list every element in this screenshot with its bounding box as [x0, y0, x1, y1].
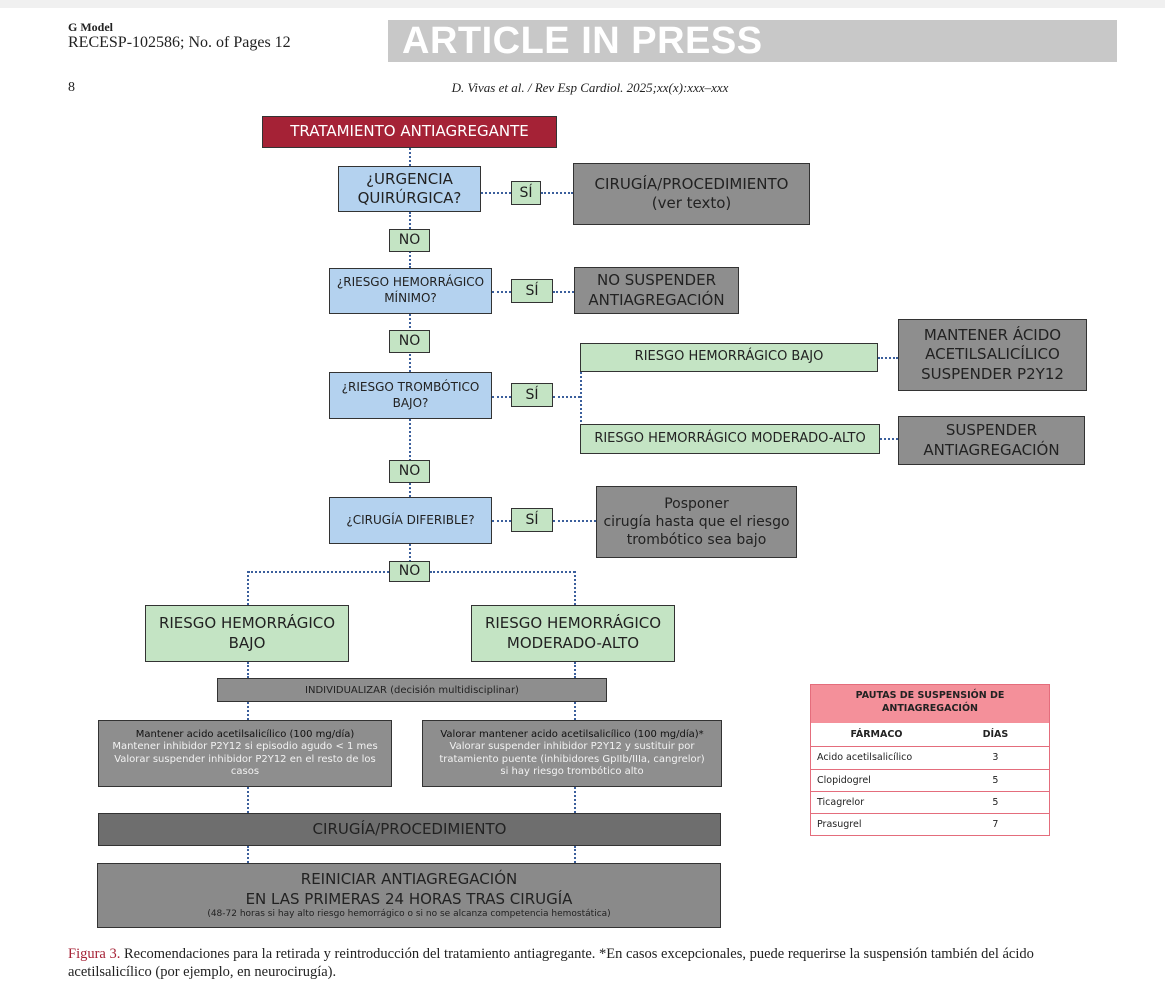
- no-label: NO: [389, 561, 430, 582]
- risk-moderate-high-box: RIESGO HEMORRÁGICO MODERADO-ALTO: [471, 605, 675, 662]
- question-low-thrombotic-risk: ¿RIESGO TROMBÓTICO BAJO?: [329, 372, 492, 419]
- connector: [247, 787, 249, 813]
- table-row: Acido acetilsalicílico 3: [811, 746, 1049, 769]
- answer-surgery-procedure: CIRUGÍA/PROCEDIMIENTO (ver texto): [573, 163, 810, 225]
- connector: [409, 148, 411, 166]
- suspension-guidelines-table: PAUTAS DE SUSPENSIÓN DE ANTIAGREGACIÓN F…: [810, 684, 1050, 836]
- root-title-box: TRATAMIENTO ANTIAGREGANTE: [262, 116, 557, 148]
- yes-label: SÍ: [511, 181, 541, 205]
- connector: [247, 846, 249, 863]
- article-reference: RECESP-102586; No. of Pages 12: [68, 34, 291, 51]
- question-deferrable-surgery: ¿CIRUGÍA DIFERIBLE?: [329, 497, 492, 544]
- answer-postpone-surgery: Posponer cirugía hasta que el riesgo tro…: [596, 486, 797, 558]
- connector: [248, 571, 389, 573]
- risk-low-box: RIESGO HEMORRÁGICO BAJO: [145, 605, 349, 662]
- connector: [541, 192, 573, 194]
- left-plan-title: Mantener acido acetilsalicílico (100 mg/…: [135, 728, 355, 740]
- drug-cell: Ticagrelor: [817, 796, 865, 808]
- no-label: NO: [389, 229, 430, 252]
- right-plan-title: Valorar mantener acido acetilsalicílico …: [440, 728, 704, 740]
- restart-title: REINICIAR ANTIAGREGACIÓN EN LAS PRIMERAS…: [245, 870, 573, 908]
- connector: [553, 520, 596, 522]
- yes-label: SÍ: [511, 383, 553, 407]
- question-surgical-urgency: ¿URGENCIA QUIRÚRGICA?: [338, 166, 481, 212]
- drug-cell: Prasugrel: [817, 818, 862, 830]
- connector: [247, 702, 249, 720]
- restart-note: (48-72 horas si hay alto riesgo hemorrág…: [207, 909, 611, 920]
- answer-keep-asa-suspend-p2y12: MANTENER ÁCIDO ACETILSALICÍLICO SUSPENDE…: [898, 319, 1087, 391]
- citation-line: D. Vivas et al. / Rev Esp Cardiol. 2025;…: [451, 80, 729, 95]
- connector: [580, 372, 582, 422]
- branch-low-bleeding-risk: RIESGO HEMORRÁGICO BAJO: [580, 343, 878, 372]
- connector: [492, 291, 511, 293]
- individualize-box: INDIVIDUALIZAR (decisión multidisciplina…: [217, 678, 607, 702]
- connector: [481, 192, 511, 194]
- suspension-table-grid: FÁRMACO DÍAS Acido acetilsalicílico 3 Cl…: [811, 723, 1049, 835]
- connector: [574, 846, 576, 863]
- drug-cell: Clopidogrel: [817, 774, 871, 786]
- connector: [553, 396, 580, 398]
- yes-label: SÍ: [511, 279, 553, 303]
- branch-moderate-high-bleeding-risk: RIESGO HEMORRÁGICO MODERADO-ALTO: [580, 424, 880, 454]
- left-management-plan: Mantener acido acetilsalicílico (100 mg/…: [98, 720, 392, 787]
- answer-do-not-suspend: NO SUSPENDER ANTIAGREGACIÓN: [574, 267, 739, 314]
- surgery-procedure-bar: CIRUGÍA/PROCEDIMIENTO: [98, 813, 721, 846]
- connector: [492, 520, 511, 522]
- connector: [247, 571, 249, 605]
- question-minimal-bleeding-risk: ¿RIESGO HEMORRÁGICO MÍNIMO?: [329, 268, 492, 314]
- drug-cell: Acido acetilsalicílico: [817, 752, 913, 763]
- connector: [553, 291, 574, 293]
- column-header-days: DÍAS: [982, 728, 1009, 740]
- table-row: Prasugrel 7: [811, 813, 1049, 835]
- connector: [409, 419, 411, 497]
- table-title: PAUTAS DE SUSPENSIÓN DE ANTIAGREGACIÓN: [811, 685, 1049, 723]
- days-cell: 5: [992, 796, 999, 808]
- table-header-row: FÁRMACO DÍAS: [811, 723, 1049, 746]
- connector: [574, 787, 576, 813]
- column-header-drug: FÁRMACO: [850, 728, 903, 740]
- days-cell: 3: [992, 752, 999, 763]
- connector: [878, 357, 898, 359]
- connector: [409, 544, 411, 562]
- table-row: Ticagrelor 5: [811, 791, 1049, 813]
- connector: [574, 571, 576, 605]
- connector: [574, 662, 576, 678]
- days-cell: 7: [992, 818, 999, 830]
- right-management-plan: Valorar mantener acido acetilsalicílico …: [422, 720, 722, 787]
- days-cell: 5: [992, 774, 999, 786]
- article-in-press-banner: ARTICLE IN PRESS: [388, 20, 1117, 62]
- yes-label: SÍ: [511, 508, 553, 532]
- connector: [430, 571, 575, 573]
- connector: [247, 662, 249, 678]
- figure-caption: Figura 3. Recomendaciones para la retira…: [68, 945, 1118, 981]
- no-label: NO: [389, 460, 430, 483]
- right-plan-body: Valorar suspender inhibidor P2Y12 y sust…: [439, 741, 705, 777]
- connector: [492, 396, 511, 398]
- table-row: Clopidogrel 5: [811, 769, 1049, 791]
- banner-text: ARTICLE IN PRESS: [402, 20, 763, 62]
- top-strip: [0, 0, 1165, 8]
- answer-suspend-antiaggregation: SUSPENDER ANTIAGREGACIÓN: [898, 416, 1085, 465]
- no-label: NO: [389, 330, 430, 353]
- restart-antiaggregation-box: REINICIAR ANTIAGREGACIÓN EN LAS PRIMERAS…: [97, 863, 721, 928]
- caption-label: Figura 3.: [68, 946, 121, 962]
- g-model-label: G Model: [68, 20, 113, 34]
- caption-text: Recomendaciones para la retirada y reint…: [68, 946, 1034, 981]
- left-plan-body: Mantener inhibidor P2Y12 si episodio agu…: [112, 741, 378, 777]
- connector: [880, 438, 898, 440]
- connector: [574, 702, 576, 720]
- page-number: 8: [68, 80, 75, 95]
